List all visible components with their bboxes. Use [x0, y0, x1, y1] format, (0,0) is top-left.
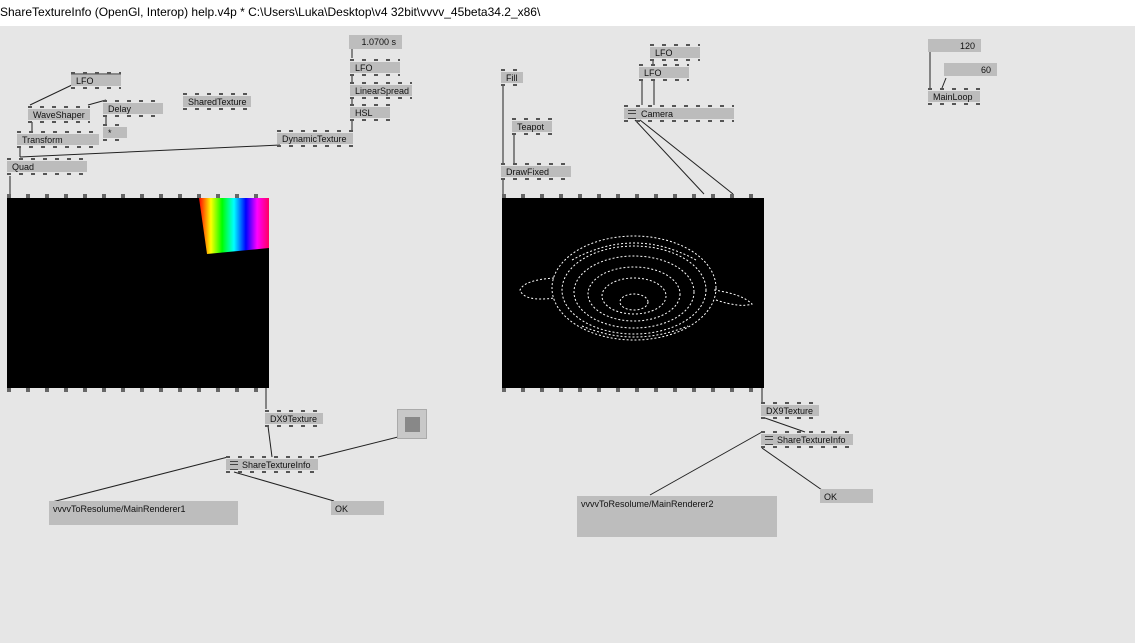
renderer-right-top-pins — [502, 194, 764, 198]
renderer-left-top-pins — [7, 194, 269, 198]
background-fps-value-box[interactable]: 60 — [944, 63, 997, 76]
window-title: ShareTextureInfo (OpenGl, Interop) help.… — [0, 5, 541, 19]
ok-output-left: OK — [331, 501, 384, 515]
multiply-node[interactable]: * — [103, 124, 127, 141]
renderer-right-bottom-pins — [502, 388, 764, 392]
window-title-bar: ShareTextureInfo (OpenGl, Interop) help.… — [0, 0, 1135, 26]
io-icon — [230, 461, 238, 470]
sharetextureinfo-node-left[interactable]: ShareTextureInfo — [226, 456, 318, 473]
fill-node[interactable]: Fill — [501, 69, 523, 86]
transform-node[interactable]: Transform — [17, 131, 99, 148]
teapot-wireframe-graphic — [519, 235, 753, 341]
renderer-right[interactable] — [502, 198, 764, 388]
timer-value-box[interactable]: 1.0700 s — [349, 35, 402, 49]
dynamictexture-node[interactable]: DynamicTexture — [277, 130, 353, 147]
mainloop-node[interactable]: MainLoop — [928, 88, 980, 105]
name-input-right[interactable]: vvvvToResolume/MainRenderer2 — [577, 496, 777, 537]
sharedtexture-node[interactable]: SharedTexture — [183, 93, 251, 110]
teapot-node[interactable]: Teapot — [512, 118, 552, 135]
ok-output-right: OK — [820, 489, 873, 503]
camera-node[interactable]: Camera — [624, 105, 734, 122]
lfo-node-left[interactable]: LFO — [71, 72, 121, 89]
dx9texture-node-right[interactable]: DX9Texture — [761, 402, 819, 419]
linearspread-node[interactable]: LinearSpread — [350, 82, 412, 99]
lfo-node-camera-top[interactable]: LFO — [650, 44, 700, 61]
renderer-left[interactable] — [7, 198, 269, 388]
toggle-button[interactable] — [397, 409, 427, 439]
io-icon — [628, 110, 636, 119]
delay-node[interactable]: Delay — [103, 100, 163, 117]
rainbow-quad-graphic — [199, 198, 269, 254]
waveshaper-node[interactable]: WaveShaper — [28, 106, 90, 123]
lfo-node[interactable] — [71, 73, 121, 75]
toggle-indicator — [405, 417, 420, 432]
drawfixed-node[interactable]: DrawFixed — [501, 163, 571, 180]
hsl-node[interactable]: HSL — [350, 104, 390, 121]
io-icon — [765, 436, 773, 445]
quad-node[interactable]: Quad — [7, 158, 87, 175]
sharetextureinfo-node-right[interactable]: ShareTextureInfo — [761, 431, 853, 448]
fps-value-box[interactable]: 120 — [928, 39, 981, 52]
name-input-left[interactable]: vvvvToResolume/MainRenderer1 — [49, 501, 238, 525]
lfo-node-timer[interactable]: LFO — [350, 59, 400, 76]
renderer-left-bottom-pins — [7, 388, 269, 392]
dx9texture-node-left[interactable]: DX9Texture — [265, 410, 323, 427]
lfo-node-camera[interactable]: LFO — [639, 64, 689, 81]
